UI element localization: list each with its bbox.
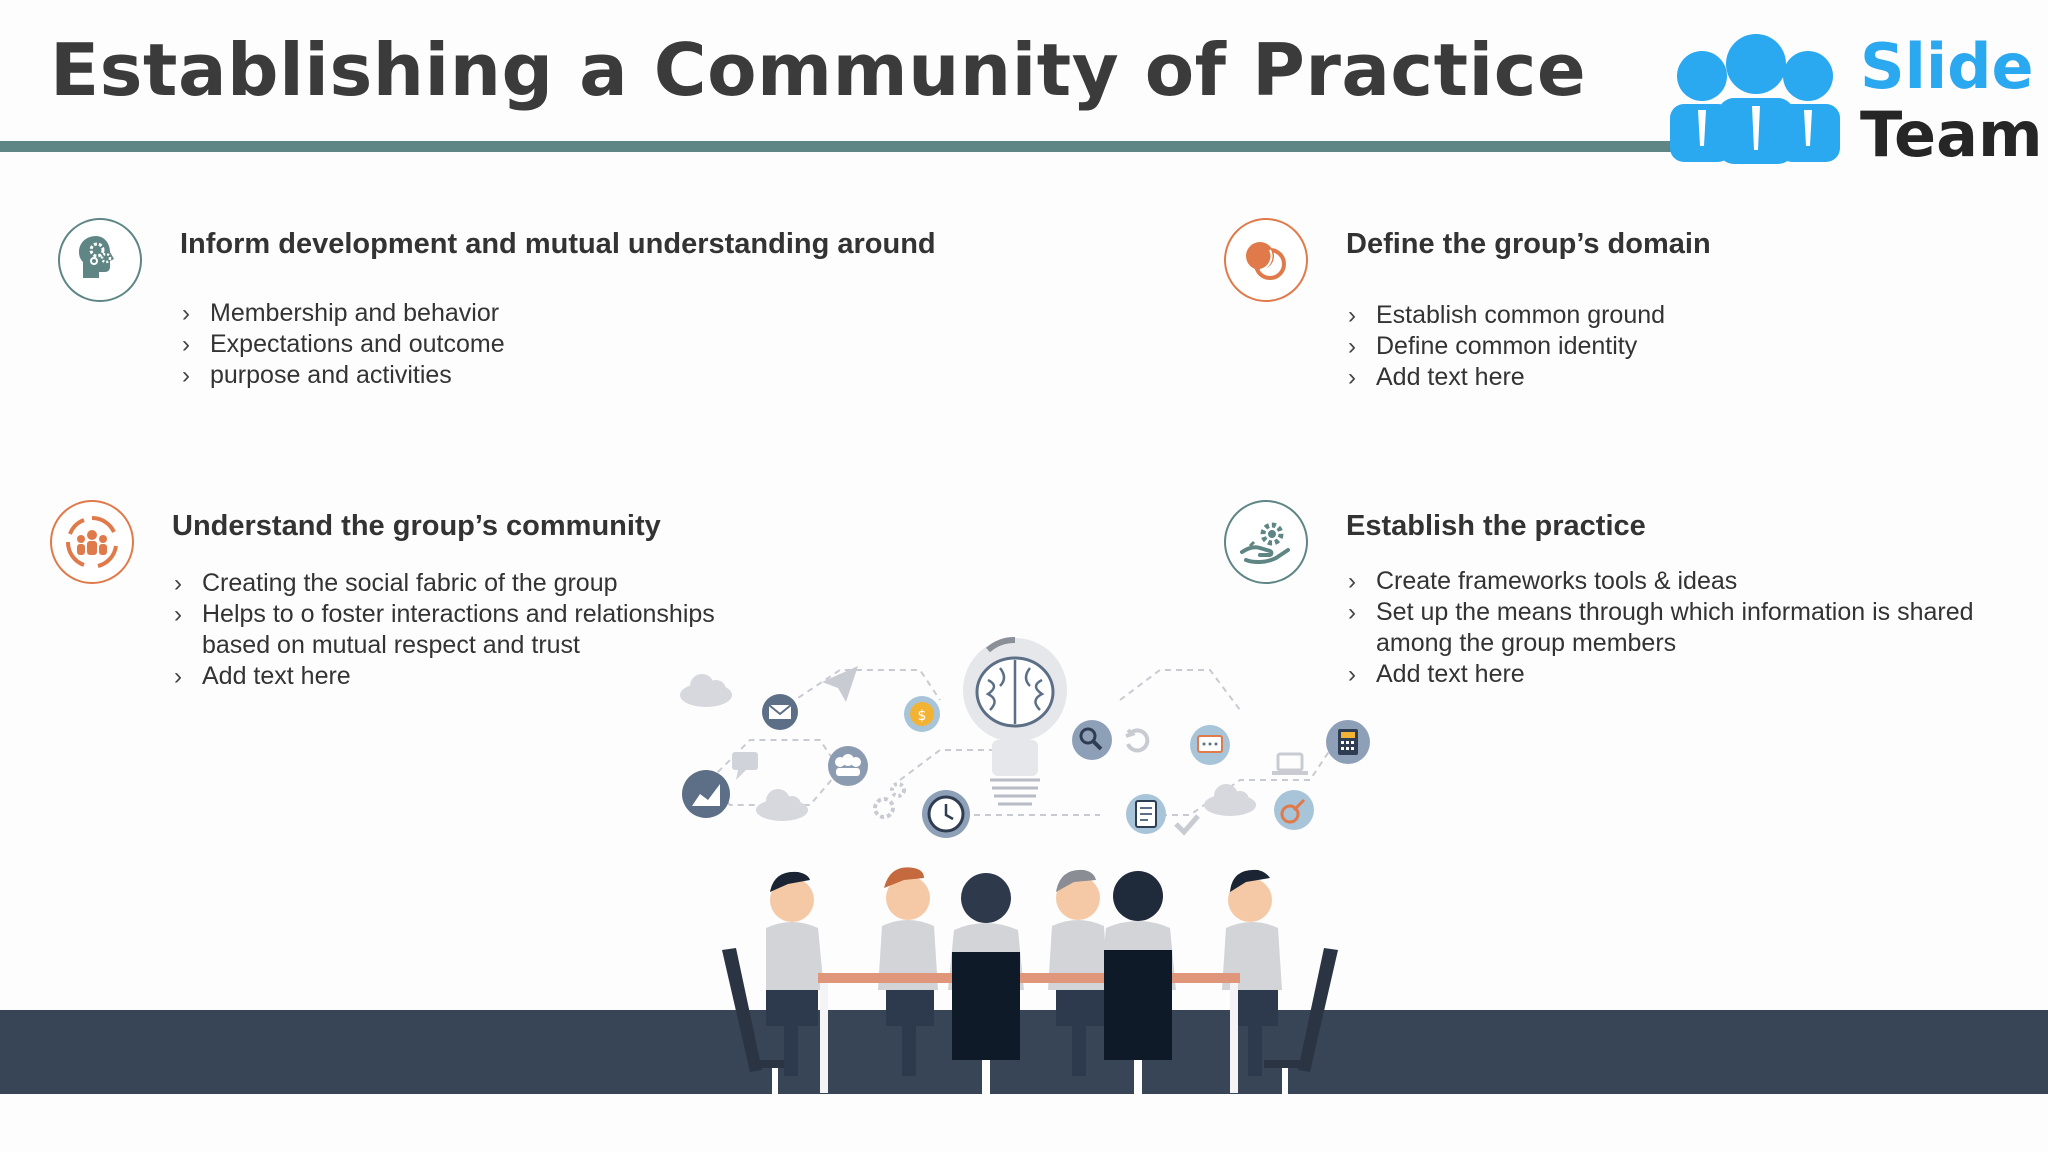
bullet-list: Establish common ground Define common id… [1346,300,2006,393]
floor-band [0,1010,2048,1094]
section-heading: Understand the group’s community [172,510,661,542]
clock-icon [922,790,970,838]
section-community: Understand the group’s community Creatin… [50,500,810,700]
section-heading: Define the group’s domain [1346,228,1711,260]
list-item: purpose and activities [180,360,980,391]
chair [952,952,1020,1095]
list-item: Creating the social fabric of the group [172,568,752,599]
svg-text:$: $ [918,708,927,724]
section-domain: Define the group’s domain Establish comm… [1224,218,2024,418]
people-logo-icon [1670,34,1840,164]
list-item: Define common identity [1346,331,2006,362]
person [1048,869,1108,1076]
cloud-icon [1204,784,1256,816]
list-item: Expectations and outcome [180,329,980,360]
bullet-list: Membership and behavior Expectations and… [180,298,980,391]
person [1222,869,1282,1076]
list-item: Membership and behavior [180,298,980,329]
bullet-list: Creating the social fabric of the group … [172,568,752,692]
list-item: Establish common ground [1346,300,2006,331]
logo-word-team: Team [1860,98,2043,171]
person [878,867,938,1076]
section-heading: Establish the practice [1346,510,1646,542]
presentation-icon [1190,725,1230,765]
line-chart-icon [682,770,730,818]
cloud-icon [756,789,808,821]
laptop-icon [1272,752,1308,775]
list-item: Create frameworks tools & ideas [1346,566,1996,597]
checkmark-icon [1174,814,1200,836]
calculator-icon [1326,720,1370,764]
refresh-icon [1125,728,1150,753]
speech-bubble-icon [732,752,758,780]
list-item: Set up the means through which informati… [1346,597,1996,659]
logo-word-slide: Slide [1860,30,2034,103]
head-gears-icon [58,218,142,302]
team-meeting-illustration: $ [680,636,1370,1095]
paper-plane-icon [822,666,858,702]
meeting-table [818,973,1240,983]
list-item: Add text here [1346,659,1996,690]
team-icon [828,746,868,786]
overlapping-circles-icon [1224,218,1308,302]
title-divider [0,141,1720,152]
lightbulb-brain-icon [963,636,1067,806]
chair [722,948,796,1095]
coin-icon: $ [904,696,940,732]
section-heading: Inform development and mutual understand… [180,228,936,260]
list-item: Add text here [1346,362,2006,393]
page-title: Establishing a Community of Practice [50,28,1587,112]
magnifier-icon [1072,720,1112,760]
people-cycle-icon [50,500,134,584]
section-inform: Inform development and mutual understand… [58,218,1058,418]
bullet-list: Create frameworks tools & ideas Set up t… [1346,566,1996,690]
document-icon [1126,794,1166,834]
chair [1264,948,1338,1095]
chair [1104,950,1172,1095]
list-item: Helps to o foster interactions and relat… [172,599,752,661]
section-practice: Establish the practice Create frameworks… [1224,500,2024,700]
gears-icon [873,782,906,819]
hand-gear-icon [1224,500,1308,584]
slideteam-logo: Slide Team [1660,26,2043,171]
target-icon [1274,790,1314,830]
person [766,871,824,1076]
list-item: Add text here [172,661,752,692]
cloud-icon [680,674,732,707]
envelope-icon [762,694,798,730]
